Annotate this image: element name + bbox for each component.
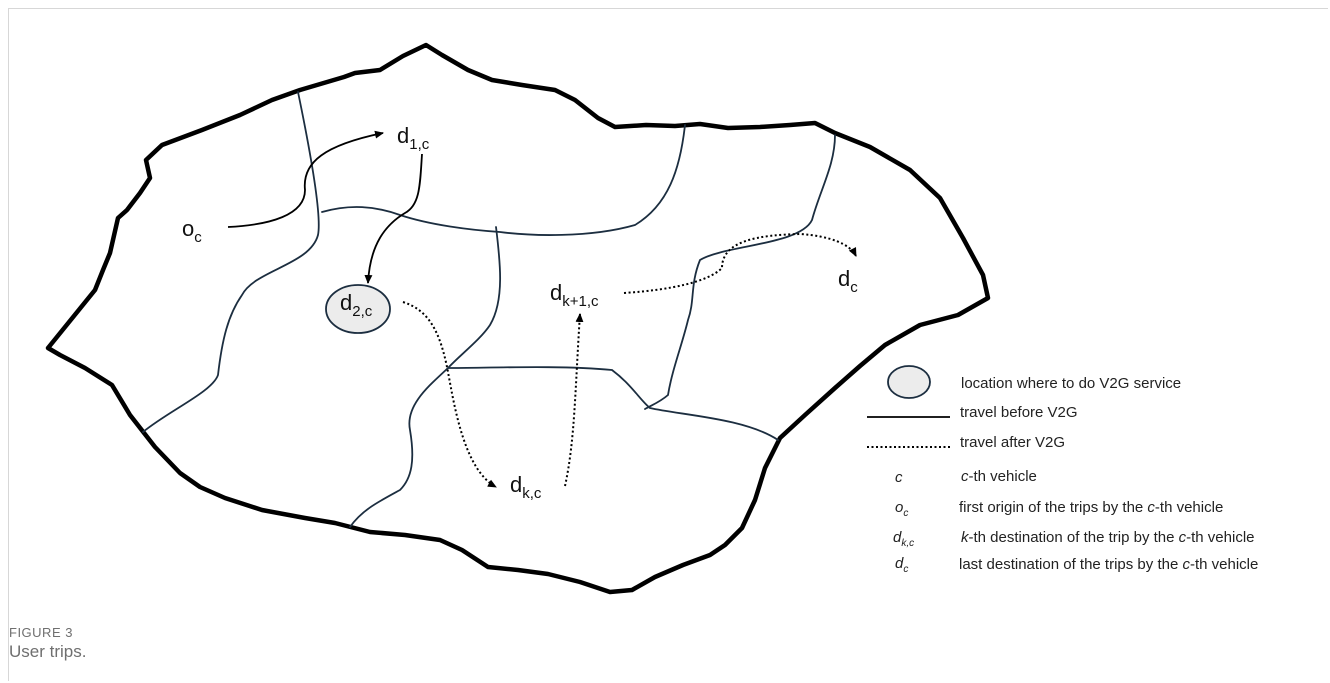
- legend-origin-label: first origin of the trips by the c-th ve…: [959, 499, 1223, 516]
- legend: location where to do V2G service travel …: [867, 365, 1258, 575]
- legend-v2g-label: location where to do V2G service: [961, 375, 1181, 392]
- road-east-vertical: [644, 134, 836, 410]
- trip-dk1-to-dc: [623, 232, 857, 294]
- road-east-west-upper: [321, 124, 686, 236]
- trip-origin-to-d1: [227, 130, 384, 228]
- figure-title: User trips.: [9, 642, 87, 661]
- travel-before-v2g-paths: [227, 130, 423, 284]
- city-boundary: [45, 42, 991, 595]
- node-dc: dc: [838, 266, 858, 296]
- node-d2: d2,c: [340, 290, 373, 320]
- legend-lastdest-label: last destination of the trips by the c-t…: [959, 556, 1258, 573]
- legend-vehicle-symbol: c: [895, 469, 903, 486]
- node-d1: d1,c: [397, 123, 430, 153]
- legend-kdest-symbol: dk,c: [893, 529, 914, 549]
- node-dk: dk,c: [510, 472, 542, 502]
- legend-vehicle-label: c-th vehicle: [961, 468, 1037, 485]
- figure-label: FIGURE 3: [9, 625, 73, 640]
- legend-v2g-swatch: [887, 365, 931, 399]
- legend-after-label: travel after V2G: [960, 434, 1065, 451]
- legend-before-label: travel before V2G: [960, 404, 1078, 421]
- road-middle-vertical: [349, 226, 502, 528]
- trip-d1-to-d2: [364, 153, 423, 284]
- legend-lastdest-symbol: dc: [895, 555, 908, 575]
- node-origin: oc: [182, 216, 202, 246]
- trip-dk-to-dk1: [564, 313, 584, 487]
- road-west-vertical: [142, 91, 320, 433]
- trip-d2-to-dk: [402, 301, 497, 488]
- legend-kdest-label: k-th destination of the trip by the c-th…: [961, 529, 1255, 546]
- legend-origin-symbol: oc: [895, 499, 908, 519]
- road-east-west-lower: [447, 366, 779, 441]
- v2g-station-ellipse: [325, 284, 391, 334]
- node-dk1: dk+1,c: [550, 280, 599, 310]
- travel-after-v2g-paths: [402, 232, 857, 488]
- road-network: [142, 91, 836, 528]
- figure-frame: [8, 8, 1328, 681]
